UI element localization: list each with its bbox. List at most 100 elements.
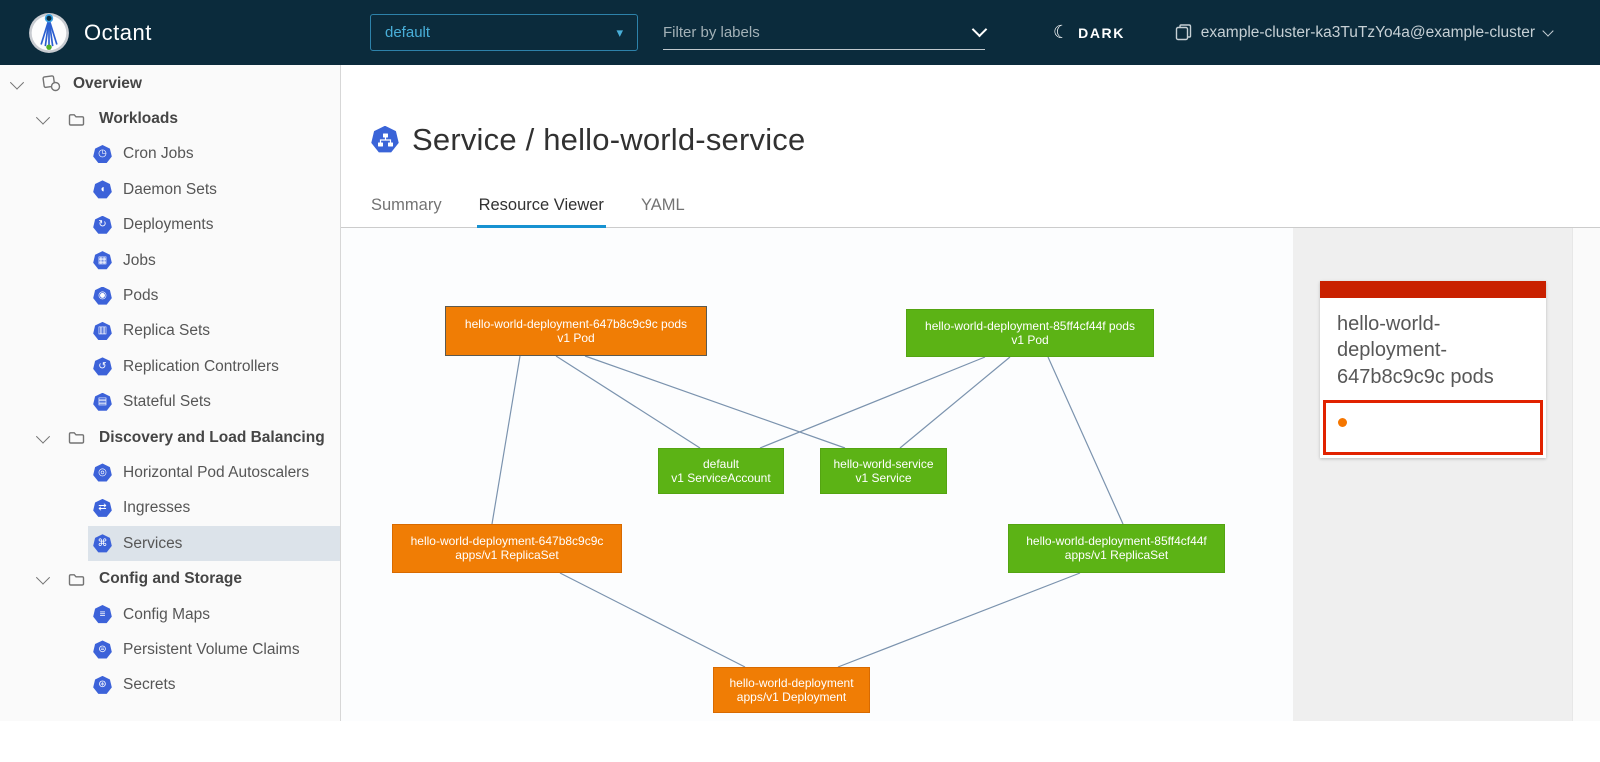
sidebar-item-secrets[interactable]: ⊛Secrets	[0, 668, 340, 703]
graph-node-label: hello-world-deployment	[729, 675, 854, 690]
sidebar-item-label: Pods	[123, 287, 159, 305]
config-maps-icon: ≡	[93, 605, 112, 624]
detail-panel: hello-world-deployment-647b8c9c9c pods	[1293, 227, 1572, 721]
deployments-icon: ↻	[93, 215, 112, 234]
sidebar-item-config-maps[interactable]: ≡ Config Maps	[0, 597, 340, 632]
tab-summary[interactable]: Summary	[371, 195, 442, 214]
chevron-down-icon[interactable]	[35, 570, 51, 585]
graph-node-label: apps/v1 Deployment	[736, 689, 847, 704]
horizontal-pod-autoscalers-icon: ◎	[93, 463, 112, 482]
dropdown-caret-icon: ▾	[616, 25, 623, 40]
folder-icon	[68, 570, 88, 588]
replication-controllers-icon: ↺	[93, 357, 112, 376]
sidebar-item-label: Discovery and Load Balancing	[99, 428, 325, 446]
stateful-sets-icon: ▤	[93, 392, 112, 411]
selected-node-status-box	[1323, 400, 1543, 456]
sidebar-item-ingresses[interactable]: ⇄Ingresses	[0, 491, 340, 526]
sidebar-item-deployments[interactable]: ↻Deployments	[0, 208, 340, 243]
sidebar-item-cron-jobs[interactable]: ◷ Cron Jobs	[0, 137, 340, 172]
graph-node-label: v1 ServiceAccount	[671, 470, 771, 485]
persistent-volume-claims-icon: ⊜	[93, 640, 112, 659]
sidebar-item-label: Ingresses	[123, 499, 191, 517]
jobs-icon: ▦	[93, 251, 112, 270]
sidebar-item-label: Secrets	[123, 676, 176, 694]
right-rail	[1572, 227, 1600, 721]
graph-node-label: v1 Service	[855, 470, 912, 485]
graph-node-label: hello-world-deployment-85ff4cf44f	[1026, 534, 1207, 549]
sidebar-item-label: Jobs	[123, 251, 156, 269]
sidebar-item-daemon-sets[interactable]: ◖ Daemon Sets	[0, 172, 340, 207]
label-filter-placeholder: Filter by labels	[663, 23, 760, 41]
graph-node-label: apps/v1 ReplicaSet	[1064, 548, 1169, 563]
cron-jobs-icon: ◷	[93, 144, 112, 164]
namespace-select[interactable]: default ▾	[370, 14, 638, 51]
sidebar-item-stateful-sets[interactable]: ▤ Stateful Sets	[0, 385, 340, 420]
sidebar-item-pods[interactable]: ◉Pods	[0, 278, 340, 313]
sidebar-item-label: Services	[123, 534, 183, 552]
sidebar-item-overview[interactable]: Overview	[0, 66, 340, 101]
sidebar-item-label: Replica Sets	[123, 322, 211, 340]
label-filter-input[interactable]: Filter by labels	[663, 15, 988, 50]
sidebar-item-label: Cron Jobs	[123, 145, 194, 163]
page-title: Service / hello-world-service	[412, 121, 806, 157]
cluster-icon	[1175, 24, 1191, 41]
sidebar-item-label: Overview	[73, 74, 142, 92]
graph-node-label: v1 Pod	[557, 330, 595, 345]
sidebar-item-horizontal-pod-autoscalers[interactable]: ◎ Horizontal Pod Autoscalers	[0, 455, 340, 490]
graph-edges	[491, 354, 1124, 668]
moon-icon: ☾	[1053, 22, 1070, 42]
graph-node-label: hello-world-service	[833, 456, 934, 471]
sidebar-item-replication-controllers[interactable]: ↺ Replication Controllers	[0, 349, 340, 384]
namespace-value: default	[385, 24, 431, 41]
card-status-bar	[1320, 280, 1546, 298]
sidebar-item-label: Stateful Sets	[123, 393, 211, 411]
context-label: example-cluster-ka3TuTzYo4a@example-clus…	[1200, 23, 1535, 41]
services-icon: ⌘	[93, 534, 112, 553]
sidebar-item-label: Persistent Volume Claims	[123, 640, 300, 658]
chevron-down-icon[interactable]	[971, 21, 988, 37]
graph-node-label: hello-world-deployment-647b8c9c9c	[410, 534, 604, 549]
graph-node-label: v1 Pod	[1011, 332, 1049, 347]
graph-node-label: hello-world-deployment-647b8c9c9c pods	[464, 316, 688, 331]
sidebar-item-label: Config Maps	[123, 605, 211, 623]
sidebar-item-label: Replication Controllers	[123, 357, 279, 375]
sidebar-item-services[interactable]: ⌘ Services	[0, 526, 340, 562]
sidebar-item-label: Horizontal Pod Autoscalers	[123, 463, 310, 481]
graph-node-label: default	[702, 456, 740, 471]
tab-resource-viewer[interactable]: Resource Viewer	[476, 196, 607, 228]
sidebar-item-label: Daemon Sets	[123, 180, 217, 198]
replica-sets-icon: ▥	[93, 321, 112, 340]
sidebar-item-replica-sets[interactable]: ▥ Replica Sets	[0, 314, 340, 349]
sidebar-item-config-and-storage[interactable]: Config and Storage	[0, 561, 340, 596]
chevron-down-icon[interactable]	[9, 75, 25, 90]
sidebar-item-workloads[interactable]: Workloads	[0, 101, 340, 136]
chevron-down-icon[interactable]	[35, 429, 51, 444]
sidebar-item-persistent-volume-claims[interactable]: ⊜ Persistent Volume Claims	[0, 632, 340, 667]
service-resource-icon	[371, 125, 399, 153]
graph-node-label: apps/v1 ReplicaSet	[455, 548, 559, 563]
chevron-down-icon[interactable]	[35, 110, 51, 125]
top-bar: Octant default ▾ Filter by labels ☾ DARK…	[0, 0, 1600, 65]
sidebar-item-label: Config and Storage	[99, 570, 242, 588]
selected-node-card: hello-world-deployment-647b8c9c9c pods	[1320, 280, 1546, 459]
graph-node-label: hello-world-deployment-85ff4cf44f pods	[925, 318, 1135, 333]
theme-toggle[interactable]: ☾ DARK	[1053, 0, 1125, 65]
daemon-sets-icon: ◖	[93, 180, 112, 199]
context-selector[interactable]: example-cluster-ka3TuTzYo4a@example-clus…	[1175, 0, 1554, 65]
folder-icon	[68, 110, 88, 128]
sidebar-item-jobs[interactable]: ▦ Jobs	[0, 243, 340, 278]
sidebar-item-discovery-and-load-balancing[interactable]: Discovery and Load Balancing	[0, 420, 340, 455]
status-dot	[1338, 418, 1347, 428]
tab-yaml[interactable]: YAML	[640, 195, 685, 214]
page-header: Service / hello-world-service Summary Res…	[341, 65, 1600, 228]
selected-node-title: hello-world-deployment-647b8c9c9c pods	[1337, 312, 1494, 388]
